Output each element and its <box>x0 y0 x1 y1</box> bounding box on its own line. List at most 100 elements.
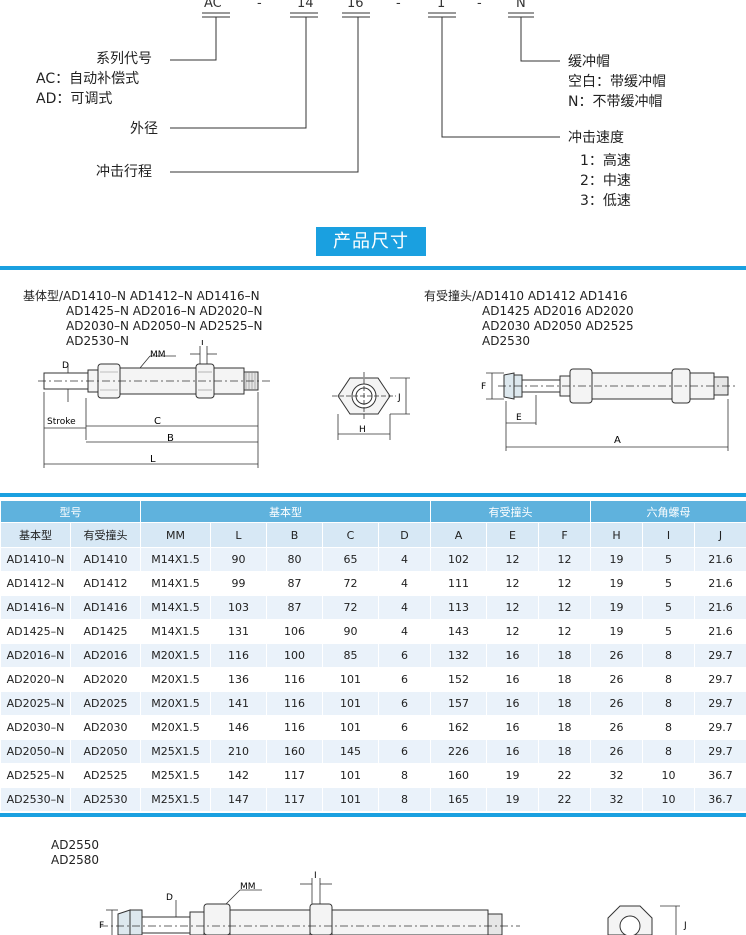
table-cell: 116 <box>266 691 323 716</box>
table-cell: 101 <box>322 667 379 692</box>
table-cell: AD2525–N <box>0 763 71 788</box>
speed-line-3: 3：低速 <box>580 193 631 209</box>
table-cell: 26 <box>590 691 644 716</box>
table-cell: 103 <box>210 595 267 620</box>
table-cell: 18 <box>538 691 592 716</box>
sub-header-1: 有受撞头 <box>70 522 141 548</box>
table-cell: 101 <box>322 787 379 812</box>
table-cell: 16 <box>486 643 540 668</box>
series-ac-line: AC：自动补偿式 <box>36 71 140 87</box>
group-header-basic: 基本型 <box>139 500 432 523</box>
table-cell: 142 <box>210 763 267 788</box>
table-cell: 116 <box>210 643 267 668</box>
table-cell: 4 <box>377 571 432 596</box>
code-part-14: 14 <box>297 0 314 11</box>
table-cell: 101 <box>322 715 379 740</box>
table-cell: 90 <box>322 619 379 644</box>
table-cell: AD2030 <box>70 715 141 740</box>
table-cell: AD2050–N <box>0 739 71 764</box>
table-cell: M20X1.5 <box>140 715 211 740</box>
table-cell: AD1425–N <box>0 619 71 644</box>
h-dim-label: H <box>359 425 366 435</box>
table-cell: 101 <box>322 763 379 788</box>
table-cell: AD2030–N <box>0 715 71 740</box>
sub-header-2: MM <box>140 522 211 548</box>
table-cell: 165 <box>430 787 488 812</box>
table-cell: 29.7 <box>694 739 746 764</box>
table-cell: 8 <box>377 787 432 812</box>
table-cell: 12 <box>538 547 592 572</box>
table-cell: AD1425 <box>70 619 141 644</box>
basic-type-drawing: MM I D Stroke C B L <box>38 340 270 468</box>
speed-line-1: 1：高速 <box>580 153 631 169</box>
basic-models-line-1: 基体型/AD1410–N AD1412–N AD1416–N <box>23 289 260 303</box>
table-cell: 157 <box>430 691 488 716</box>
table-cell: 160 <box>430 763 488 788</box>
table-cell: 8 <box>642 715 696 740</box>
j-dim-label: J <box>397 393 401 403</box>
table-cell: AD2025–N <box>0 691 71 716</box>
sub-header-6: D <box>377 522 432 548</box>
table-cell: 87 <box>266 571 323 596</box>
group-header-hexnut: 六角螺母 <box>590 500 746 523</box>
table-cell: 145 <box>322 739 379 764</box>
table-cell: 18 <box>538 667 592 692</box>
section-title-banner: 产品尺寸 <box>316 227 426 256</box>
sub-header-10: H <box>590 522 644 548</box>
table-cell: 5 <box>642 571 696 596</box>
table-cell: 19 <box>486 787 540 812</box>
table-cell: 111 <box>430 571 488 596</box>
table-cell: M25X1.5 <box>140 763 211 788</box>
stroke-label: 冲击行程 <box>96 164 152 180</box>
table-cell: 162 <box>430 715 488 740</box>
table-cell: 26 <box>590 715 644 740</box>
table-cell: AD1416–N <box>0 595 71 620</box>
group-header-head: 有受撞头 <box>430 500 592 523</box>
code-dash-1: - <box>257 0 262 11</box>
sub-header-8: E <box>486 522 540 548</box>
table-cell: M25X1.5 <box>140 787 211 812</box>
table-cell: 8 <box>642 739 696 764</box>
table-cell: 16 <box>486 715 540 740</box>
basic-models-line-3: AD2030–N AD2050–N AD2525–N <box>66 319 263 333</box>
i-label-large: I <box>314 871 317 881</box>
table-cell: 6 <box>377 739 432 764</box>
table-cell: M25X1.5 <box>140 739 211 764</box>
table-cell: 116 <box>266 667 323 692</box>
table-cell: M20X1.5 <box>140 643 211 668</box>
code-part-ac: AC <box>204 0 222 11</box>
table-cell: 12 <box>486 547 540 572</box>
table-cell: 12 <box>538 619 592 644</box>
sub-header-3: L <box>210 522 267 548</box>
j-label-large: J <box>683 921 687 931</box>
table-cell: AD2016–N <box>0 643 71 668</box>
table-cell: 22 <box>538 787 592 812</box>
cap-title: 缓冲帽 <box>568 54 610 70</box>
table-cell: 6 <box>377 691 432 716</box>
table-cell: 19 <box>590 595 644 620</box>
table-cell: 29.7 <box>694 643 746 668</box>
ordering-code-leader-lines <box>170 12 560 173</box>
table-cell: 18 <box>538 643 592 668</box>
table-cell: 6 <box>377 643 432 668</box>
group-header-model: 型号 <box>0 500 141 523</box>
cap-line-blank: 空白：带缓冲帽 <box>568 74 666 90</box>
sub-header-4: B <box>266 522 323 548</box>
series-title: 系列代号 <box>96 51 152 67</box>
table-cell: 19 <box>486 763 540 788</box>
sub-header-5: C <box>322 522 379 548</box>
table-cell: 100 <box>266 643 323 668</box>
table-cell: 143 <box>430 619 488 644</box>
code-part-16: 16 <box>347 0 364 11</box>
table-cell: 4 <box>377 547 432 572</box>
table-cell: 72 <box>322 571 379 596</box>
table-cell: 65 <box>322 547 379 572</box>
